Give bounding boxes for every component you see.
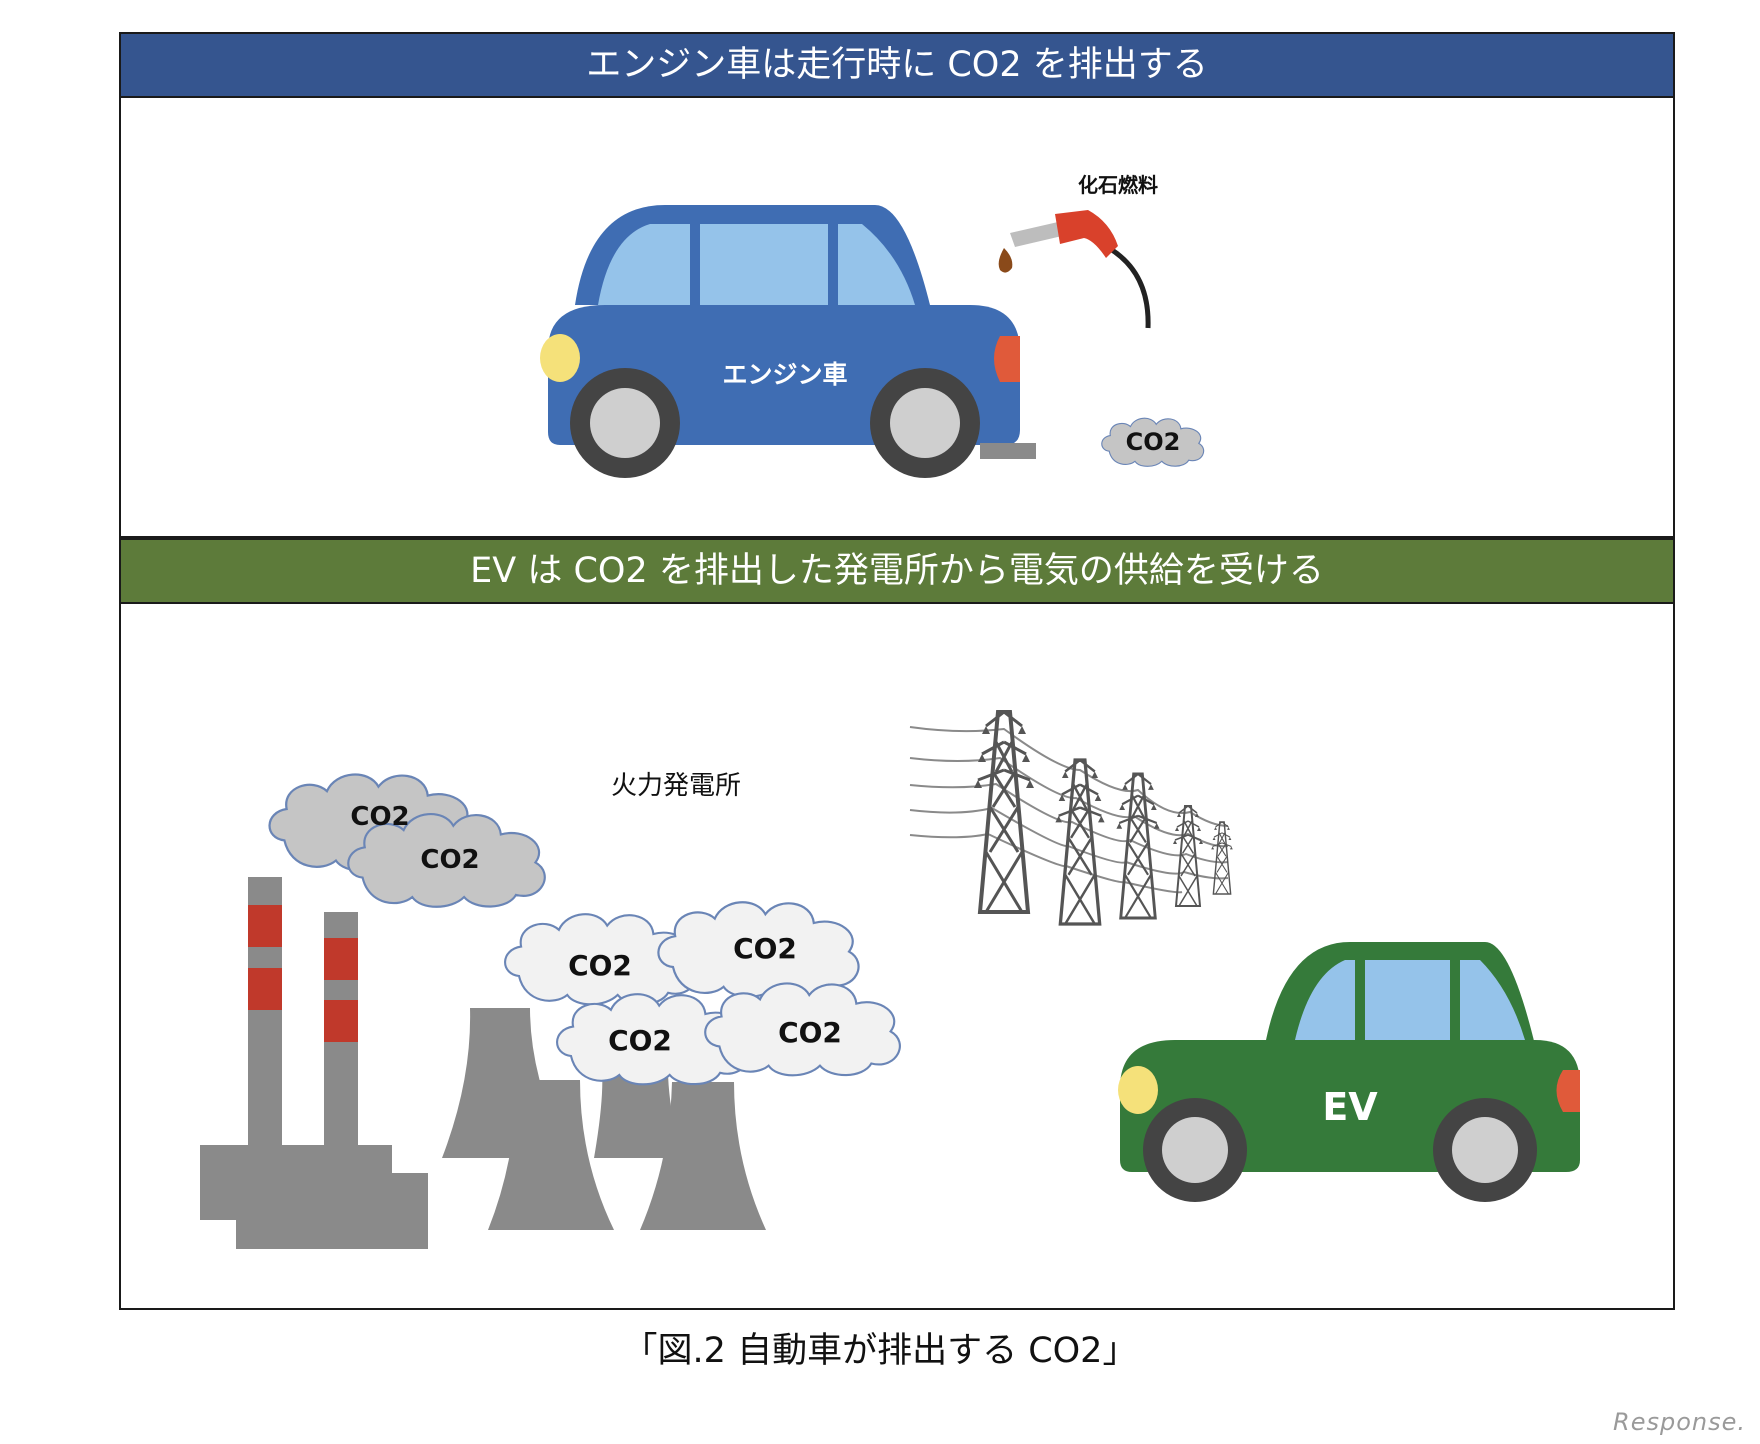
power-tower: [972, 710, 1036, 914]
steam-clouds: CO2 CO2 CO2 CO2: [503, 901, 901, 1086]
engine-car-label: エンジン車: [722, 360, 847, 389]
cooling-tower: [594, 1070, 680, 1158]
figure-caption: 「図.2 自動車が排出する CO2」: [622, 1331, 1138, 1371]
ev-car-taillight: [1556, 1070, 1580, 1112]
steam-co2-label: CO2: [568, 949, 632, 982]
cooling-towers: [442, 1008, 766, 1230]
smoke-co2-label: CO2: [420, 845, 479, 875]
response-logo: Response.: [1613, 1408, 1746, 1436]
fuel-nozzle: 化石燃料: [998, 173, 1158, 329]
cooling-tower: [640, 1082, 766, 1230]
ev-car-window-front: [1295, 960, 1355, 1040]
ev-car-window-back: [1460, 960, 1525, 1040]
cooling-tower: [488, 1080, 614, 1230]
engine-car-window-back: [838, 224, 915, 305]
ev-car-window-rear: [1365, 960, 1450, 1040]
steam-co2-label: CO2: [608, 1024, 672, 1057]
panel-divider: [119, 536, 1675, 538]
nozzle-handle: [1055, 210, 1118, 258]
ev-banner: EV は CO2 を排出した発電所から電気の供給を受ける: [119, 538, 1675, 604]
smoke-co2-label: CO2: [350, 802, 409, 832]
power-tower: [1114, 772, 1162, 920]
thermal-plant-label: 火力発電所: [611, 771, 741, 801]
steam-co2-label: CO2: [733, 932, 797, 965]
power-tower: [1053, 758, 1107, 926]
engine-car-window-front: [598, 224, 690, 305]
engine-car: エンジン車: [540, 205, 1036, 478]
ev-car-headlight: [1118, 1066, 1158, 1114]
smoke-clouds: CO2 CO2: [268, 773, 546, 908]
engine-car-window-rear: [700, 224, 828, 305]
fossil-fuel-label: 化石燃料: [1078, 173, 1158, 197]
steam-co2-label: CO2: [778, 1016, 842, 1049]
fuel-hose: [1110, 247, 1151, 329]
exhaust-co2-label: CO2: [1126, 428, 1181, 456]
power-tower: [1210, 821, 1234, 895]
ev-car: EV: [1118, 942, 1580, 1202]
engine-car-taillight: [994, 336, 1020, 382]
plant-building-front: [236, 1173, 428, 1249]
fuel-drop: [998, 248, 1013, 273]
ev-car-label: EV: [1322, 1085, 1378, 1129]
smokestacks: [200, 877, 428, 1249]
engine-car-headlight: [540, 334, 580, 382]
engine-car-exhaust-pipe: [980, 443, 1036, 459]
engine-car-banner: エンジン車は走行時に CO2 を排出する: [119, 32, 1675, 98]
nozzle-tip: [1010, 222, 1062, 247]
exhaust-cloud: CO2: [1100, 417, 1205, 468]
